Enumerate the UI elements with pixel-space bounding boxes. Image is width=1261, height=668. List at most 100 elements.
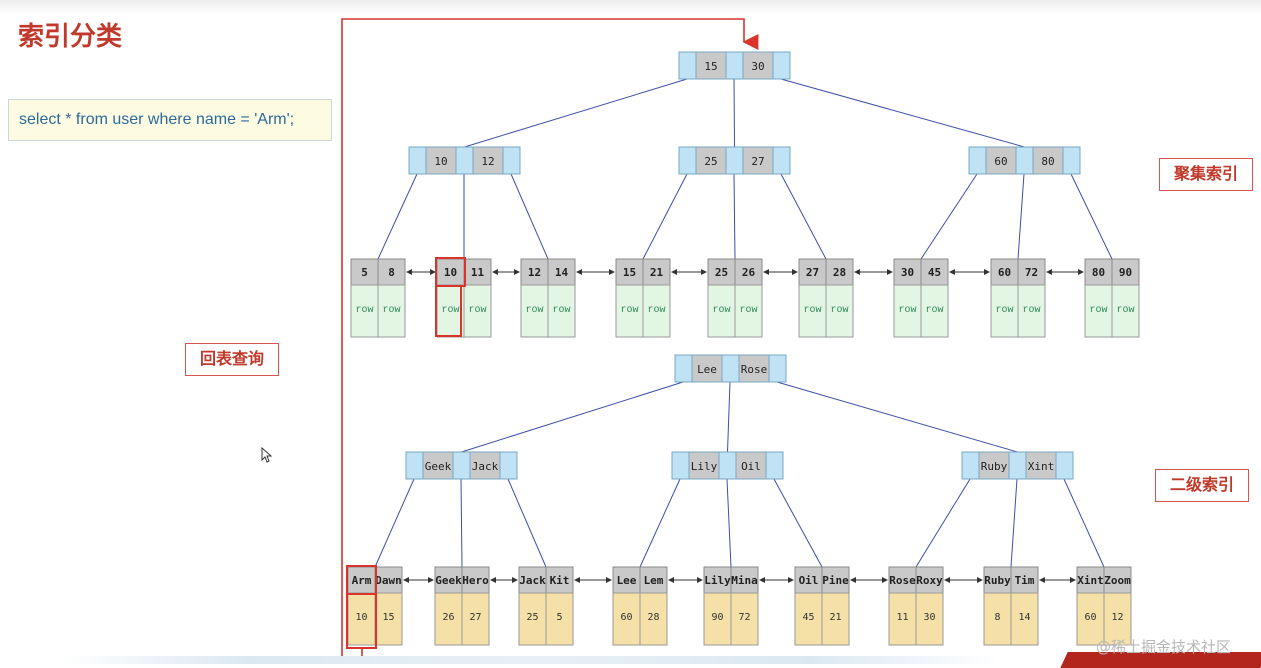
back-query-label: 回表查询: [185, 343, 279, 376]
secondary-index-label: 二级索引: [1155, 469, 1249, 502]
mouse-cursor-icon: [261, 447, 273, 463]
secondary-leaf-node-key-cell: [461, 566, 490, 594]
clustered-leaf-node-value-cell: [920, 284, 949, 338]
clustered-internal-node-key: 25: [704, 155, 717, 168]
secondary-leaf-node-value: 14: [1018, 612, 1030, 623]
secondary-leaf-node-key: Lem: [644, 574, 664, 587]
decorative-cloud: [60, 656, 1000, 664]
clustered-internal-node-key: 80: [1041, 155, 1054, 168]
clustered-root-node-key: 15: [704, 60, 717, 73]
secondary-leaf-node-value-cell: [639, 592, 668, 646]
secondary-internal-node-pointer-cell: [499, 451, 518, 480]
clustered-leaf-node-key: 12: [528, 266, 541, 279]
secondary-leaf-node-value-cell: [888, 592, 917, 646]
secondary-leaf-node-value: 26: [442, 612, 454, 623]
secondary-internal-edge: [1010, 478, 1018, 568]
clustered-internal-node-key: 10: [434, 155, 447, 168]
clustered-internal-node-pointer-cell: [968, 146, 987, 175]
clustered-leaf-node-key: 14: [555, 266, 569, 279]
clustered-leaf-node-value: row: [441, 305, 459, 316]
clustered-leaf-node-value: row: [1116, 305, 1134, 316]
clustered-leaf-node-value: row: [925, 305, 943, 316]
secondary-leaf-node-key: Oil: [799, 574, 819, 587]
clustered-leaf-node-key-cell: [350, 258, 379, 286]
secondary-leaf-node-key: Lily: [704, 574, 731, 587]
secondary-leaf-node-value-cell: [434, 592, 463, 646]
clustered-internal-edge: [377, 173, 418, 260]
clustered-leaf-node-key: 10: [444, 266, 457, 279]
secondary-internal-node-pointer-cell: [961, 451, 980, 480]
secondary-leaf-node-key: Dawn: [375, 574, 402, 587]
clustered-leaf-node-key-cell: [1111, 258, 1140, 286]
clustered-internal-edge: [780, 173, 827, 260]
clustered-leaf-node-value-cell: [707, 284, 736, 338]
secondary-internal-edge: [1063, 478, 1105, 568]
clustered-leaf-node-value: row: [382, 305, 400, 316]
clustered-root-node-key: 30: [751, 60, 764, 73]
secondary-leaf-node-key: Mina: [731, 574, 758, 587]
clustered-leaf-node-key: 45: [928, 266, 941, 279]
clustered-internal-node-key-cell: [472, 146, 504, 175]
secondary-leaf-node-value-cell: [545, 592, 574, 646]
clustered-internal-node-pointer-cell: [1062, 146, 1081, 175]
secondary-internal-edge: [374, 478, 415, 568]
clustered-leaf-node-key: 30: [901, 266, 914, 279]
secondary-leaf-node-key-cell: [545, 566, 574, 594]
secondary-leaf-node-key: Jack: [519, 574, 546, 587]
clustered-internal-node-pointer-cell: [1015, 146, 1034, 175]
secondary-leaf-node-key: Rose: [889, 574, 916, 587]
secondary-internal-node-key: Ruby: [981, 460, 1008, 473]
clustered-internal-node-key: 27: [751, 155, 764, 168]
secondary-leaf-node-key-cell: [730, 566, 759, 594]
clustered-internal-edge: [510, 173, 549, 260]
clustered-leaf-node-value-cell: [798, 284, 827, 338]
secondary-leaf-node-value-cell: [821, 592, 850, 646]
secondary-leaf-node-key-cell: [639, 566, 668, 594]
clustered-leaf-node-key: 21: [650, 266, 664, 279]
clustered-internal-node-key-cell: [425, 146, 457, 175]
secondary-leaf-node-key-cell: [703, 566, 732, 594]
clustered-leaf-node-value-cell: [615, 284, 644, 338]
secondary-internal-node-pointer-cell: [765, 451, 784, 480]
clustered-internal-node-pointer-cell: [502, 146, 521, 175]
clustered-leaf-node-key: 60: [998, 266, 1011, 279]
secondary-internal-node-key: Geek: [425, 460, 452, 473]
secondary-internal-node-key: Lily: [691, 460, 718, 473]
clustered-leaf-node-value: row: [739, 305, 757, 316]
clustered-internal-node-pointer-cell: [725, 146, 744, 175]
clustered-leaf-node-value: row: [898, 305, 916, 316]
clustered-leaf-node-key: 15: [623, 266, 636, 279]
secondary-internal-node-key-cell: [422, 451, 454, 480]
secondary-leaf-node-key: Xint: [1077, 574, 1104, 587]
secondary-internal-edge: [460, 478, 463, 568]
secondary-internal-node-key-cell: [688, 451, 720, 480]
clustered-leaf-node-value-cell: [825, 284, 854, 338]
secondary-internal-edge: [773, 478, 823, 568]
secondary-leaf-node-key: Zoom: [1104, 574, 1131, 587]
clustered-leaf-node-value-cell: [893, 284, 922, 338]
secondary-leaf-node-value: 30: [923, 612, 935, 623]
clustered-leaf-node-key: 8: [388, 266, 395, 279]
secondary-leaf-node-value-cell: [1010, 592, 1039, 646]
highlight-clustered-row: [435, 285, 462, 337]
clustered-leaf-node-key: 11: [471, 266, 485, 279]
clustered-leaf-node-key: 26: [742, 266, 756, 279]
secondary-root-node-key-cell: [691, 354, 723, 383]
secondary-leaf-node-value: 60: [1084, 612, 1096, 623]
clustered-internal-edge: [1070, 173, 1113, 260]
clustered-leaf-node-value-cell: [734, 284, 763, 338]
secondary-leaf-node-value-cell: [794, 592, 823, 646]
clustered-leaf-node-key-cell: [463, 258, 492, 286]
secondary-leaf-node-key: Arm: [352, 574, 372, 587]
clustered-internal-node-pointer-cell: [455, 146, 474, 175]
secondary-internal-node-pointer-cell: [452, 451, 471, 480]
secondary-leaf-node-key-cell: [1010, 566, 1039, 594]
secondary-root-node-pointer-cell: [721, 354, 740, 383]
secondary-leaf-node-value-cell: [347, 592, 376, 646]
secondary-internal-node-key: Jack: [472, 460, 499, 473]
clustered-leaf-node-value-cell: [547, 284, 576, 338]
secondary-leaf-node-key-cell: [1103, 566, 1132, 594]
clustered-leaf-node-key: 80: [1092, 266, 1105, 279]
secondary-leaf-node-value-cell: [374, 592, 403, 646]
